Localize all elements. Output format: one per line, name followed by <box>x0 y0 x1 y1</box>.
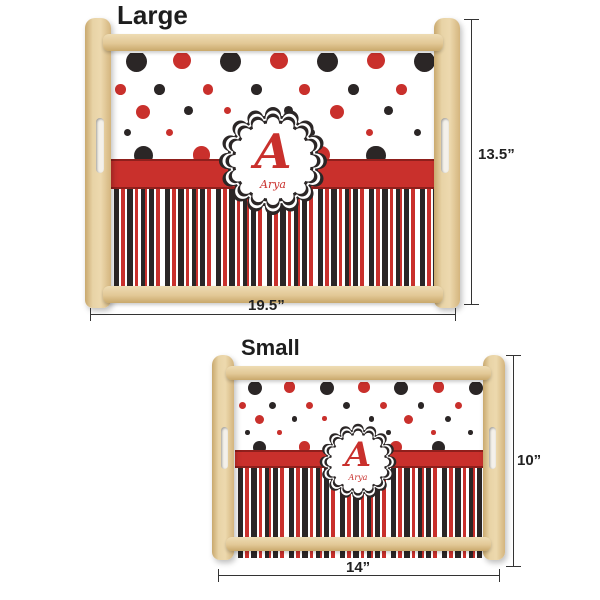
dimension-tick <box>90 308 91 321</box>
size-label-small: Small <box>241 335 300 360</box>
dimension-tick <box>455 308 456 321</box>
dimension-tick <box>506 355 521 356</box>
monogram-letter: A <box>344 435 372 475</box>
polka-dot <box>394 382 409 395</box>
scallop-frame-icon <box>219 107 327 215</box>
height-dimension-large: 13.5” <box>478 146 515 163</box>
polka-dot <box>319 382 334 395</box>
height-dimension-small: 10” <box>517 452 542 469</box>
polka-dot <box>431 430 436 435</box>
polka-dot <box>347 83 359 95</box>
polka-dot-pattern <box>235 382 483 454</box>
polka-dot <box>268 401 276 409</box>
polka-dot <box>251 83 262 95</box>
tray-rail-top <box>103 34 443 51</box>
polka-dot <box>432 382 445 393</box>
handle-slot-left[interactable] <box>96 118 104 173</box>
polka-dot <box>445 415 452 422</box>
polka-dot <box>255 415 265 425</box>
height-dimension-line-large <box>471 19 472 304</box>
polka-dot <box>468 382 483 395</box>
polka-dot <box>386 430 392 435</box>
width-dimension-large: 19.5” <box>248 297 285 314</box>
tray-small: A Arya <box>212 355 505 565</box>
width-dimension-line-small <box>218 575 500 576</box>
polka-dot <box>368 415 375 422</box>
tray-rail-bottom <box>103 286 443 303</box>
polka-dot <box>291 415 298 422</box>
monogram-letter: A <box>254 124 292 180</box>
polka-dot <box>277 430 282 435</box>
polka-dot <box>123 128 131 136</box>
polka-dot <box>184 106 193 116</box>
polka-dot <box>238 401 246 409</box>
polka-dot <box>358 382 370 393</box>
polka-dot <box>413 53 434 73</box>
polka-dot <box>343 401 351 409</box>
polka-dot <box>366 53 385 70</box>
tray-rail-bottom <box>226 537 491 551</box>
polka-dot <box>270 53 288 70</box>
polka-dot <box>305 401 313 409</box>
polka-dot <box>165 128 173 136</box>
polka-dot <box>321 416 327 421</box>
size-label-large: Large <box>117 0 188 30</box>
dimension-tick <box>499 569 500 582</box>
scallop-frame-icon <box>319 423 397 501</box>
polka-dot <box>245 430 250 435</box>
polka-dot <box>390 441 402 453</box>
monogram-badge: A Arya <box>319 423 397 501</box>
dimension-tick <box>464 19 479 20</box>
polka-dot <box>329 105 345 120</box>
polka-dot <box>417 401 425 409</box>
monogram-name: Arya <box>260 178 286 191</box>
width-dimension-small: 14” <box>346 559 371 576</box>
dimension-tick <box>506 566 521 567</box>
polka-dot <box>126 53 148 73</box>
polka-dot <box>316 53 339 73</box>
polka-dot <box>454 401 462 409</box>
monogram-badge: A Arya <box>218 106 328 216</box>
handle-slot-right[interactable] <box>489 427 496 469</box>
polka-dot <box>283 382 296 393</box>
width-dimension-line-large <box>90 314 455 315</box>
polka-dot <box>414 128 422 136</box>
polka-dot <box>173 53 191 70</box>
polka-dot <box>115 83 127 95</box>
monogram-name: Arya <box>348 473 368 482</box>
polka-dot <box>202 83 214 95</box>
polka-dot <box>299 83 311 95</box>
polka-dot <box>154 83 165 95</box>
polka-dot <box>219 53 242 73</box>
polka-dot <box>384 106 394 116</box>
polka-dot <box>380 401 388 409</box>
handle-slot-left[interactable] <box>221 427 228 469</box>
tray-large: A Arya <box>85 18 460 308</box>
polka-dot <box>403 415 414 425</box>
polka-dot <box>284 106 294 116</box>
polka-dot <box>223 106 231 114</box>
polka-dot <box>365 128 373 136</box>
polka-dot <box>468 430 473 435</box>
dimension-tick <box>464 304 479 305</box>
polka-dot <box>298 441 311 453</box>
handle-slot-right[interactable] <box>441 118 449 173</box>
polka-dot <box>247 382 262 395</box>
polka-dot <box>136 105 151 120</box>
height-dimension-line-small <box>513 355 514 567</box>
tray-rail-top <box>226 366 491 380</box>
polka-dot <box>396 83 408 95</box>
dimension-tick <box>218 569 219 582</box>
